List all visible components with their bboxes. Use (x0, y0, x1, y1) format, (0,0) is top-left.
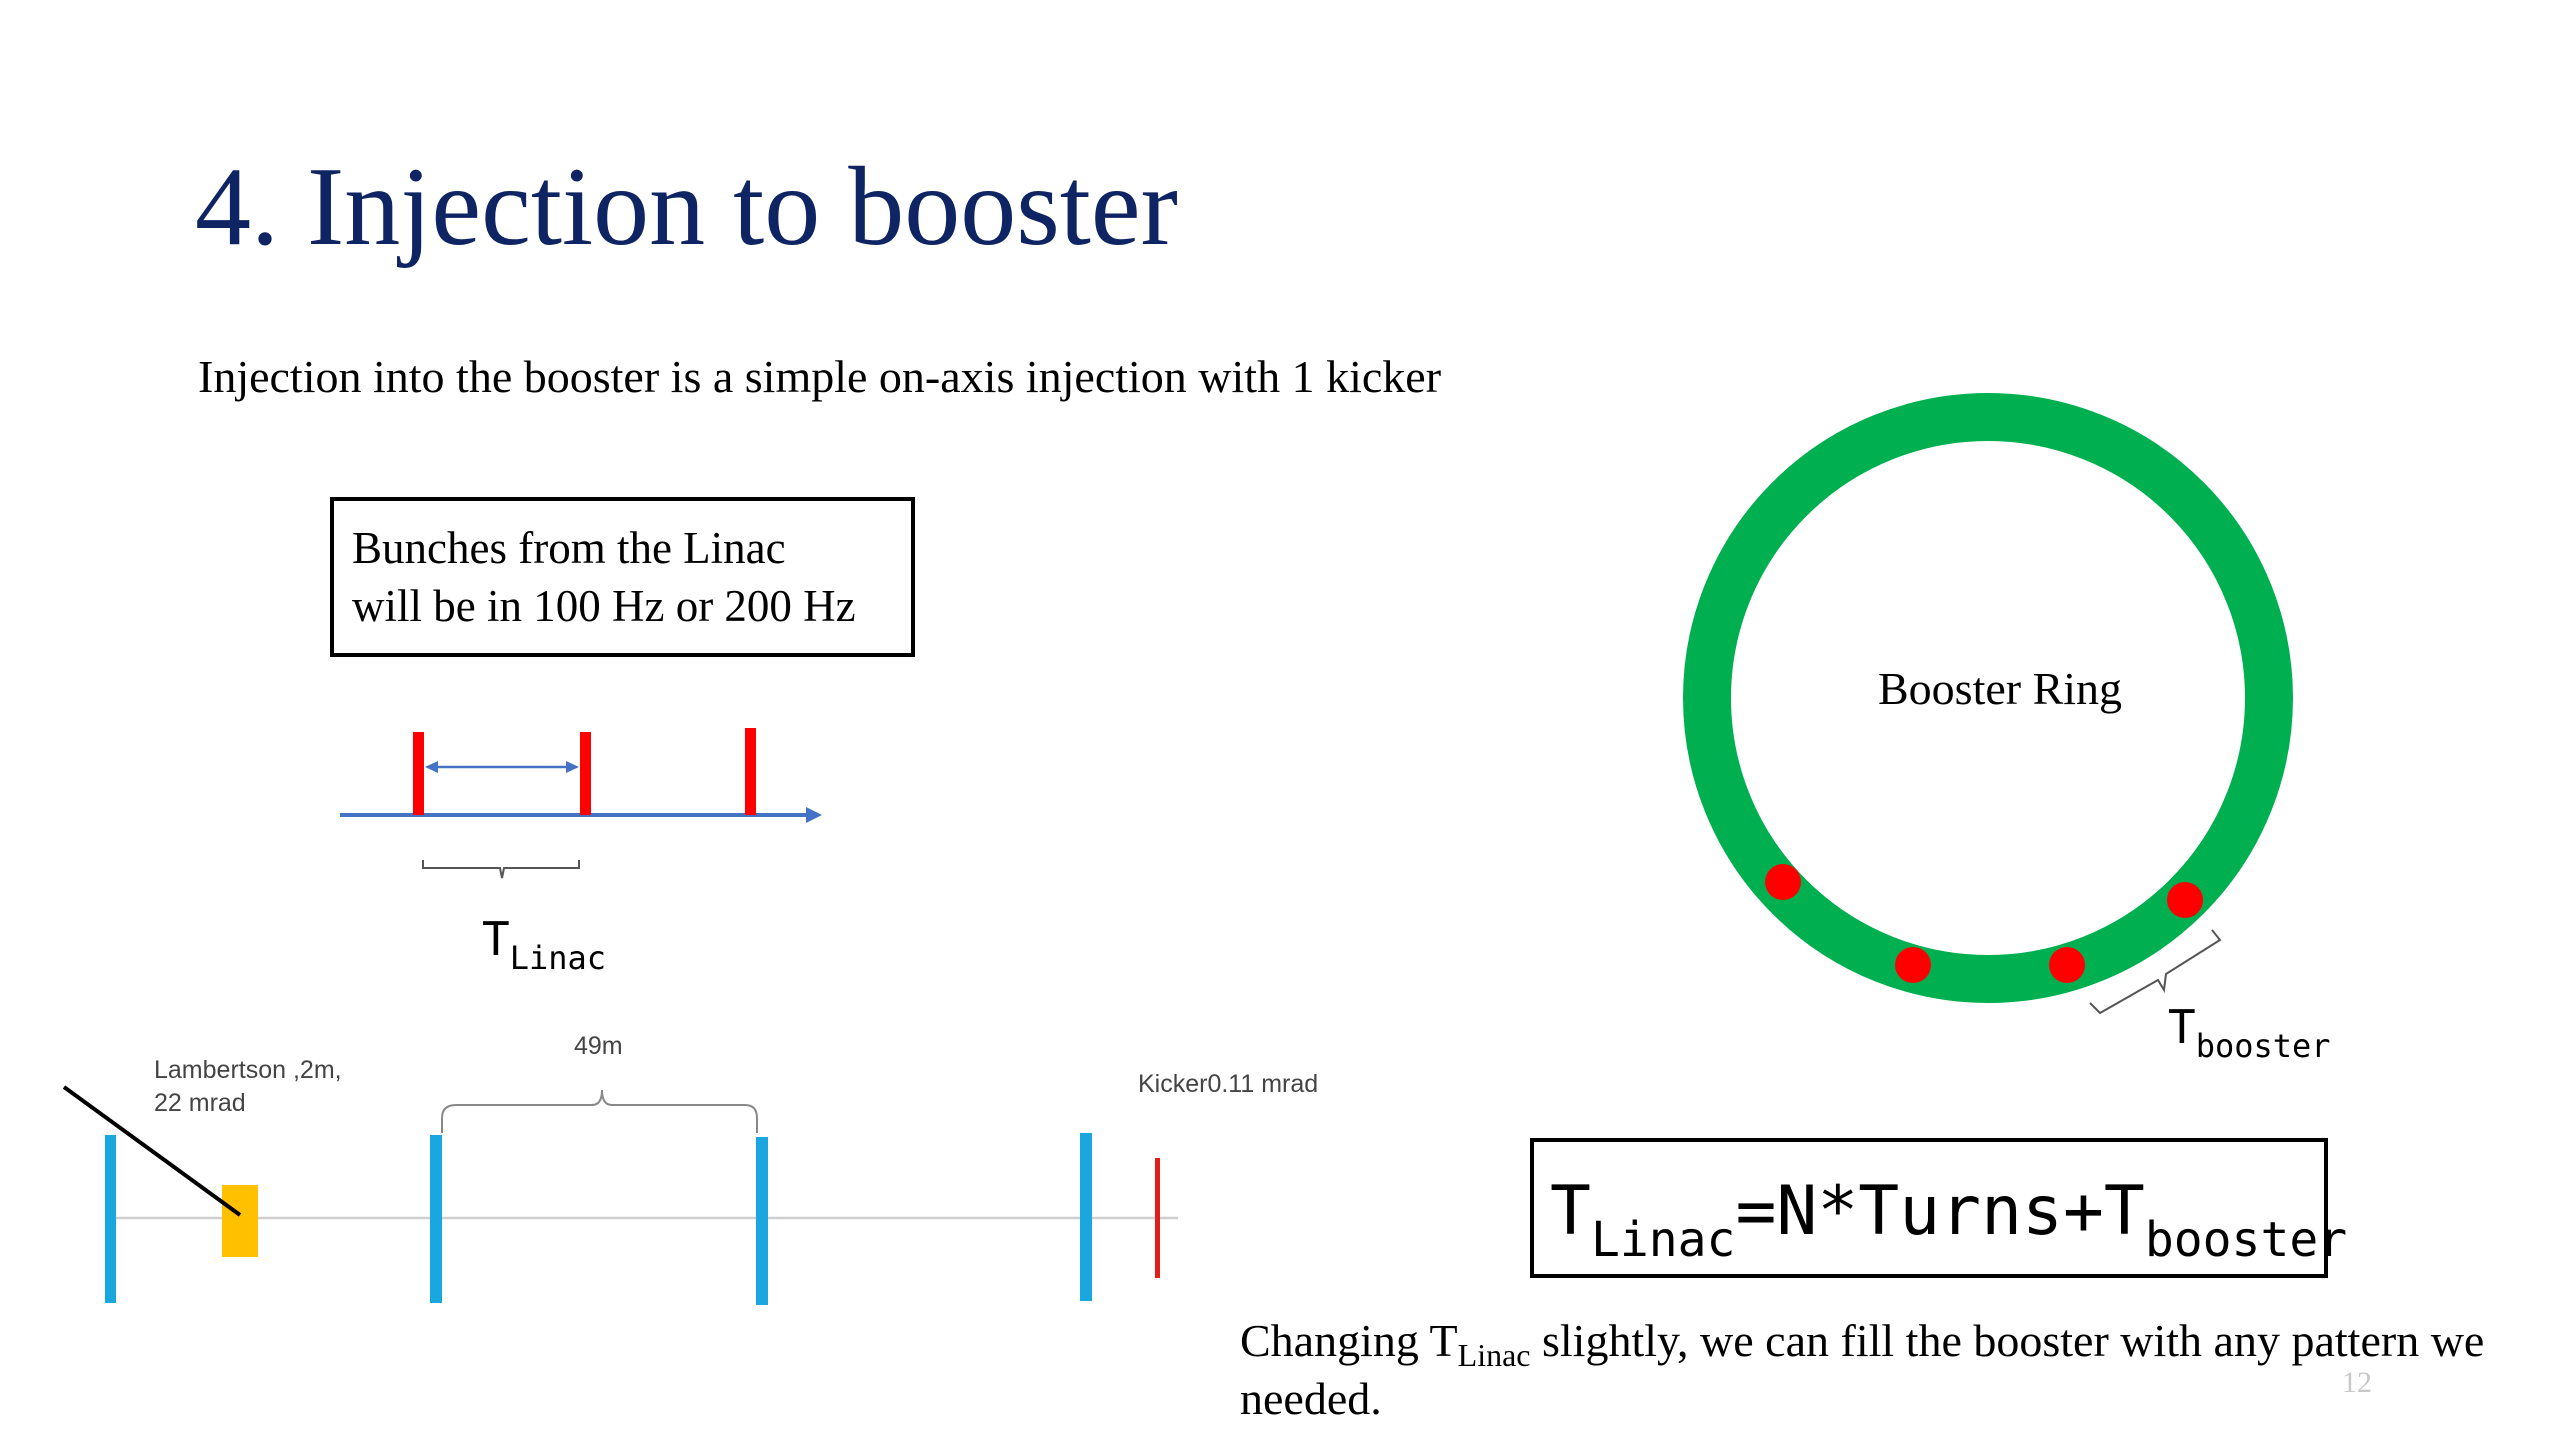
page-number: 12 (2342, 1366, 2372, 1399)
bottom-note-sub: Linac (1457, 1337, 1531, 1373)
ring-bunch-4 (2167, 882, 2203, 918)
formula-t1: T (1550, 1172, 1591, 1251)
formula-t2-sub: booster (2144, 1212, 2348, 1268)
booster-period-brace (2089, 929, 2222, 1015)
booster-ring-label: Booster Ring (1878, 663, 2123, 714)
linac-period-label: TLinac (482, 912, 606, 974)
bunch-box-line-2: will be in 100 Hz or 200 Hz (352, 581, 856, 631)
lambertson-label-line-2: 22 mrad (154, 1089, 246, 1117)
period-brace (422, 860, 580, 879)
ring-bunch-1 (1765, 864, 1801, 900)
booster-ring-diagram (1683, 393, 2293, 1015)
bottom-note: Changing TLinac slightly, we can fill th… (1240, 1312, 2560, 1428)
lambertson-label-line-1: Lambertson ,2m, (154, 1056, 342, 1084)
bunch-timeline (340, 728, 822, 879)
booster-ring (1683, 393, 2293, 1003)
ring-bunch-2 (1895, 947, 1931, 983)
slide-subtitle: Injection into the booster is a simple o… (198, 351, 1442, 402)
lambertson-magnet (222, 1185, 258, 1257)
distance-label: 49m (574, 1032, 623, 1060)
injection-path (62, 1085, 242, 1217)
kicker-magnet (1155, 1158, 1160, 1278)
distance-brace (441, 1089, 758, 1133)
timing-formula-box: TLinac=N*Turns+Tbooster (1530, 1138, 2347, 1278)
quadrupole-4 (1080, 1133, 1092, 1301)
quadrupole-1 (105, 1135, 116, 1303)
slide-title: 4. Injection to booster (195, 145, 1178, 269)
booster-period-label-sub: booster (2195, 1027, 2331, 1065)
lambertson-label: Lambertson ,2m, 22 mrad (154, 1054, 342, 1120)
bottom-note-prefix: Changing T (1240, 1315, 1458, 1366)
bunch-box-line-1: Bunches from the Linac (352, 523, 786, 573)
ring-bunch-3 (2049, 947, 2085, 983)
booster-period-label: Tbooster (2168, 1000, 2331, 1062)
kicker-label: Kicker0.11 mrad (1138, 1070, 1319, 1098)
bottom-note-suffix: slightly, we can fill the booster with a… (1240, 1315, 2485, 1424)
timeline-arrowhead-icon (806, 807, 822, 823)
linac-period-label-sub: Linac (509, 939, 607, 977)
quadrupole-3 (756, 1137, 768, 1305)
booster-period-label-main: T (2168, 1000, 2196, 1054)
bunch-frequency-box: Bunches from the Linac will be in 100 Hz… (330, 497, 915, 657)
arrow-left-icon (425, 761, 438, 773)
formula-t1-sub: Linac (1590, 1212, 1736, 1268)
injection-line-diagram (62, 1085, 1178, 1305)
bunch-marker-1 (413, 732, 424, 815)
bunch-marker-2 (580, 732, 591, 815)
bunch-marker-3 (745, 728, 756, 815)
linac-period-label-main: T (482, 912, 510, 966)
formula-middle: =N*Turns+T (1735, 1172, 2145, 1251)
quadrupole-2 (430, 1135, 442, 1303)
arrow-right-icon (566, 761, 579, 773)
